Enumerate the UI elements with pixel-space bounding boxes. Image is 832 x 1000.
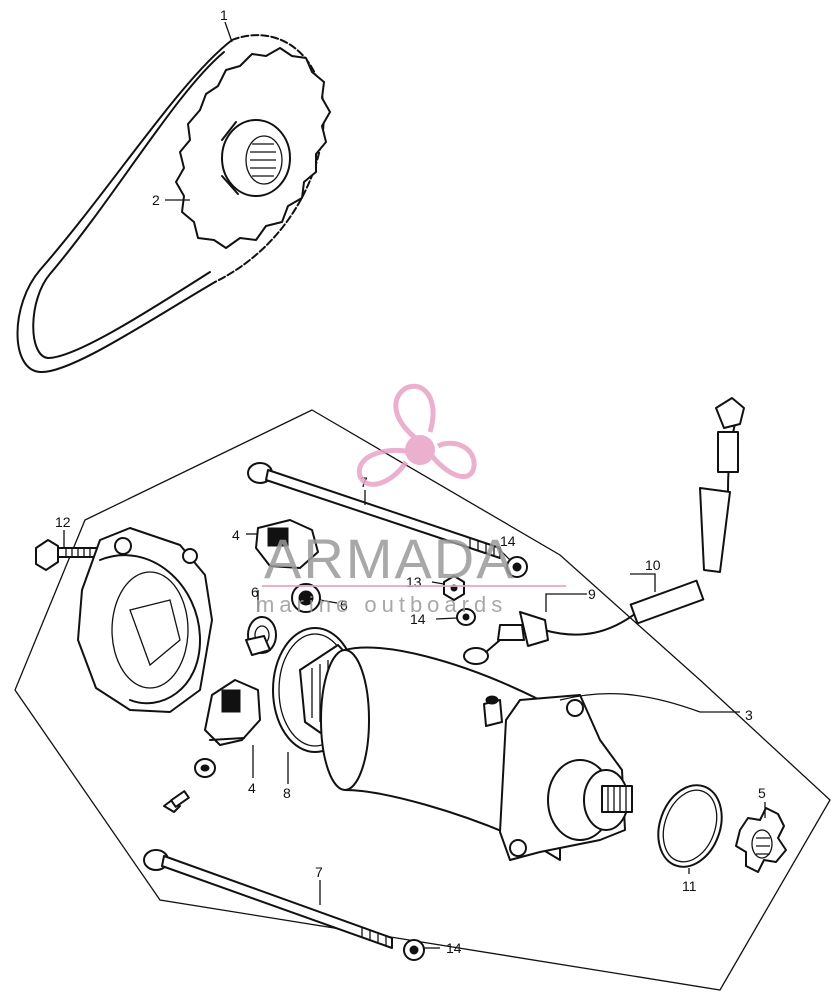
gasket-ring-part-11 bbox=[657, 784, 723, 868]
bearing-part-6-right bbox=[291, 583, 321, 613]
callout-3: 3 bbox=[745, 707, 753, 723]
callout-7-lower: 7 bbox=[315, 864, 323, 880]
brush-part-6-left bbox=[245, 616, 277, 656]
pinion-gear-part-5 bbox=[735, 807, 787, 873]
small-screw bbox=[163, 790, 190, 813]
callout-8: 8 bbox=[283, 785, 291, 801]
starter-motor-body bbox=[299, 644, 633, 861]
through-bolt-part-7-upper bbox=[247, 462, 501, 559]
callout-6-right: 6 bbox=[340, 597, 348, 613]
callout-14-lower: 14 bbox=[446, 940, 462, 956]
callout-6-left: 6 bbox=[251, 584, 259, 600]
bolt-part-12 bbox=[35, 539, 101, 571]
watermark-subtitle: marine outboards bbox=[256, 592, 507, 617]
callout-9: 9 bbox=[588, 586, 596, 602]
callout-4-upper: 4 bbox=[232, 527, 240, 543]
small-washer bbox=[194, 758, 216, 778]
callout-14-upper: 14 bbox=[500, 533, 516, 549]
propeller-icon bbox=[356, 383, 477, 487]
callout-11: 11 bbox=[682, 878, 697, 894]
callout-4-lower: 4 bbox=[248, 780, 256, 796]
callout-5: 5 bbox=[758, 785, 766, 801]
watermark-title: ARMADA bbox=[264, 527, 516, 590]
washer-part-14-lower bbox=[403, 939, 425, 961]
rear-cover-housing bbox=[77, 527, 213, 713]
washer-part-14-upper bbox=[506, 556, 528, 578]
callout-12: 12 bbox=[55, 514, 71, 530]
callout-labels: 1 2 3 4 4 5 6 6 7 7 8 9 10 11 12 13 14 1… bbox=[55, 7, 766, 956]
callout-14-mid: 14 bbox=[410, 611, 426, 627]
brush-plate-part-4-lower bbox=[204, 679, 261, 746]
callout-10: 10 bbox=[645, 557, 661, 573]
assembly-boundary bbox=[14, 409, 831, 991]
starter-cable-part-9-10 bbox=[463, 397, 745, 665]
through-bolt-part-7-lower bbox=[143, 849, 393, 949]
armada-watermark: ARMADA marine outboards bbox=[256, 383, 566, 617]
washer-part-14-mid bbox=[456, 608, 476, 626]
leader-lines bbox=[63, 21, 766, 949]
drive-sprocket bbox=[175, 47, 331, 249]
brush-holder-part-4-upper bbox=[255, 519, 319, 569]
callout-1: 1 bbox=[220, 7, 228, 23]
callout-2: 2 bbox=[152, 192, 160, 208]
